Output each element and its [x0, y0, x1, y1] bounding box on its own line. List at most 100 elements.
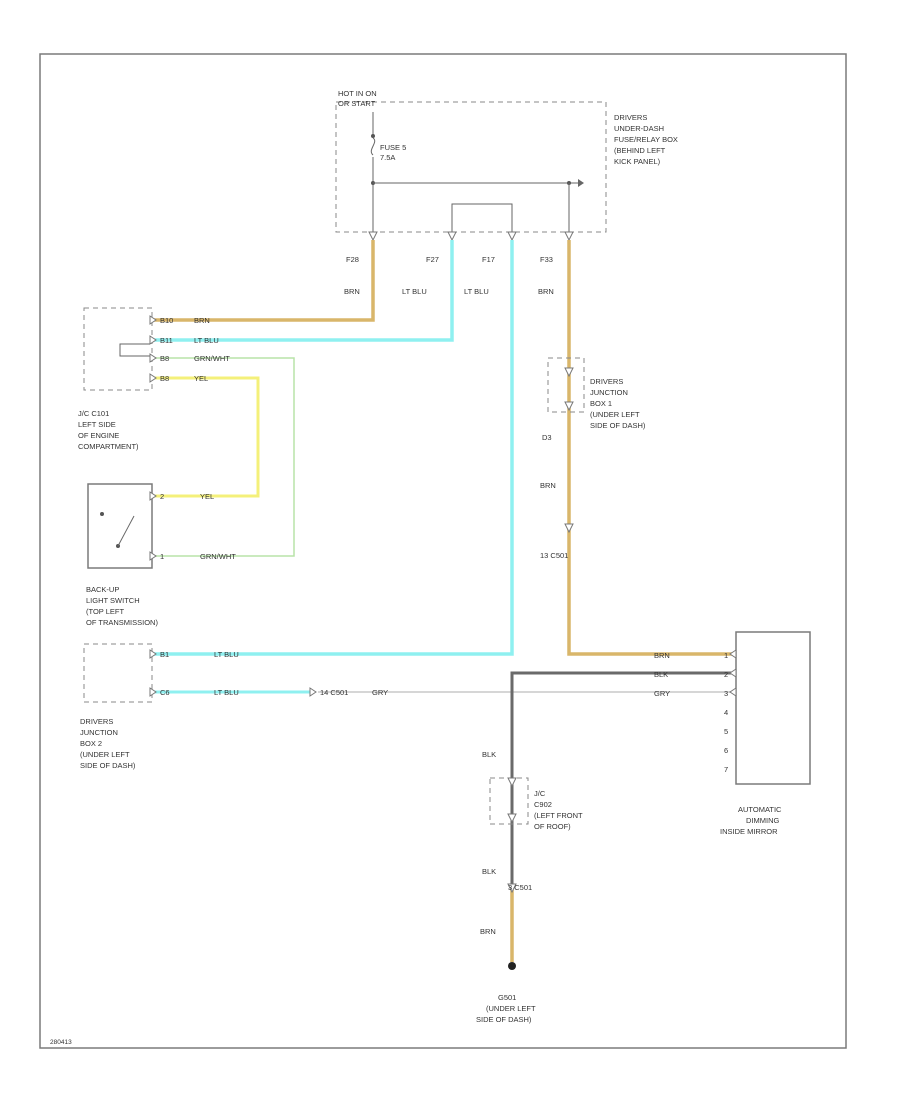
c501-14-connector-icon: [309, 687, 317, 697]
fuse-bridge-f27-f17: [451, 203, 513, 232]
fuse-box-power-label-1: HOT IN ON: [338, 89, 377, 98]
mirror-pin-label: 3: [724, 689, 728, 698]
mirror-pin-label: 5: [724, 727, 728, 736]
pin-f28-label: F28: [346, 255, 359, 264]
c501-3-label: 3 C501: [508, 883, 532, 892]
mirror-pin-1-icon: [729, 649, 737, 659]
fuse-power-node: [371, 134, 375, 138]
jc-c101-name-3: OF ENGINE: [78, 431, 119, 440]
fuse-5-icon: [370, 137, 376, 156]
junction-box-1-name-1: DRIVERS: [590, 377, 623, 386]
junction-box-2-pin-2-label: C6: [160, 688, 170, 697]
jc-c101-wire-1-label: BRN: [194, 316, 210, 325]
jc-c101-wire-4-label: YEL: [194, 374, 208, 383]
junction-box-2-pin-1-label: B1: [160, 650, 169, 659]
wire-gry-label: GRY: [372, 688, 388, 697]
jc-c101-wire-2-label: LT BLU: [194, 336, 219, 345]
jc-c902-wire-bottom-label: BLK: [482, 867, 496, 876]
diagram-code-label: 280413: [50, 1039, 72, 1046]
junction-box-2-wire-2-label: LT BLU: [214, 688, 239, 697]
mirror-wire-brn-label: BRN: [654, 651, 670, 660]
c501-13-label: 13 C501: [540, 551, 568, 560]
wire-lt-blu-f27-to-jc: [150, 240, 454, 342]
mirror-wire-gry-label: GRY: [654, 689, 670, 698]
jc-c101-pin-4-icon: [149, 373, 157, 383]
backup-switch-contact-top: [100, 512, 104, 516]
mirror-pin-label: 1: [724, 651, 728, 660]
ground-icon: [508, 962, 516, 970]
pin-f27-label: F27: [426, 255, 439, 264]
junction-box-1-name-5: SIDE OF DASH): [590, 421, 646, 430]
mirror-name-1: AUTOMATIC: [738, 805, 782, 814]
mirror-wire-blk-label: BLK: [654, 670, 668, 679]
mirror-outline: [735, 631, 811, 785]
jc-c101-name-2: LEFT SIDE: [78, 420, 116, 429]
pin-f33-connector-icon: [564, 231, 574, 242]
backup-switch-wire-2-label: GRN/WHT: [200, 552, 236, 561]
ground-wire-label: BRN: [480, 927, 496, 936]
backup-switch-wire-1-label: YEL: [200, 492, 214, 501]
junction-box-2-pin-1-icon: [149, 649, 157, 659]
fuse-box-outline: [335, 101, 607, 233]
jc-c101-pin-2-label: B11: [160, 336, 173, 345]
junction-box-1-name-4: (UNDER LEFT: [590, 410, 640, 419]
backup-switch-pin-1-icon: [149, 491, 157, 501]
backup-switch-name-2: LIGHT SWITCH: [86, 596, 140, 605]
junction-box-2-name-3: BOX 2: [80, 739, 102, 748]
wire-lt-blu-f17-to-jb2: [150, 240, 514, 656]
fuse-box-name-1: DRIVERS: [614, 113, 647, 122]
jc-c101-pin-4-label: B8: [160, 374, 169, 383]
mirror-pin-label: 2: [724, 670, 728, 679]
pin-f27-connector-icon: [447, 231, 457, 242]
junction-box-2-name-2: JUNCTION: [80, 728, 118, 737]
jc-c101-wire-3-label: GRN/WHT: [194, 354, 230, 363]
ground-id-label: G501: [498, 993, 516, 1002]
pin-f33-label: F33: [540, 255, 553, 264]
wire-blk-mirror-to-ground: [510, 671, 736, 886]
fuse-box-power-label-2: OR START: [338, 99, 376, 108]
pin-f17-label: F17: [482, 255, 495, 264]
mirror-pin-label: 6: [724, 746, 728, 755]
diagram-frame: [39, 53, 847, 1049]
jc-c101-name-1: J/C C101: [78, 409, 109, 418]
jc-c902-name-4: OF ROOF): [534, 822, 571, 831]
pin-f28-connector-icon: [368, 231, 378, 242]
wire-f33-color-label: BRN: [538, 287, 554, 296]
backup-switch-name-3: (TOP LEFT: [86, 607, 124, 616]
backup-switch-pin-2-label: 1: [160, 552, 164, 561]
wire-f27-color-label: LT BLU: [402, 287, 427, 296]
junction-box-1-wire-label: BRN: [540, 481, 556, 490]
jc-c902-wire-top-label: BLK: [482, 750, 496, 759]
jc-c902-name-2: C902: [534, 800, 552, 809]
fuse-bus-arrow-icon: [578, 179, 584, 187]
wire-yel-jc-to-switch: [150, 376, 260, 498]
junction-box-1-pin-label: D3: [542, 433, 552, 442]
wire-f17-color-label: LT BLU: [464, 287, 489, 296]
jc-c902-in-connector-icon: [507, 777, 517, 788]
backup-switch-name-4: OF TRANSMISSION): [86, 618, 158, 627]
junction-box-2-name-5: SIDE OF DASH): [80, 761, 136, 770]
junction-box-1-name-3: BOX 1: [590, 399, 612, 408]
c501-14-pin-label: 14 C501: [320, 688, 348, 697]
mirror-pin-2-icon: [729, 668, 737, 678]
backup-switch-outline: [87, 483, 153, 569]
junction-box-1-name-2: JUNCTION: [590, 388, 628, 397]
fuse-box-name-3: FUSE/RELAY BOX: [614, 135, 678, 144]
junction-box-2-outline: [83, 643, 153, 703]
backup-switch-pin-2-icon: [149, 551, 157, 561]
jc-c101-pin-1-label: B10: [160, 316, 173, 325]
backup-switch-name-1: BACK-UP: [86, 585, 119, 594]
wire-brn-f28-to-jc: [150, 240, 375, 322]
fuse-label-2: 7.5A: [380, 153, 395, 162]
junction-box-2-pin-2-icon: [149, 687, 157, 697]
fuse-box-name-2: UNDER-DASH: [614, 124, 664, 133]
fuse-label-1: FUSE 5: [380, 143, 406, 152]
junction-box-2-name-1: DRIVERS: [80, 717, 113, 726]
c501-13-connector-icon: [564, 523, 574, 534]
ground-name-1: (UNDER LEFT: [486, 1004, 536, 1013]
jc-c101-pin-3-label: B8: [160, 354, 169, 363]
backup-switch-pin-1-label: 2: [160, 492, 164, 501]
jc-c101-pin-3-icon: [149, 353, 157, 363]
junction-box-1-in-connector-icon: [564, 367, 574, 378]
